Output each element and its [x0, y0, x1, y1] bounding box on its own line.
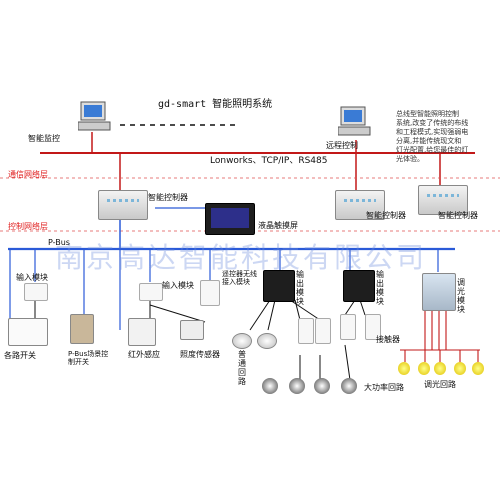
- ir-sensor-label: 红外感应: [128, 350, 160, 359]
- controller-mid-label: 智能控制器: [366, 211, 406, 220]
- switch-panel: [8, 318, 48, 346]
- remote-ir-label: 遥控器无线接入模块: [222, 270, 257, 286]
- description-block: 总线型智能照明控制 系统,改变了传统的布线 和工程模式,实现强弱电 分离,并能传…: [396, 110, 500, 164]
- controller-right-label: 智能控制器: [438, 211, 478, 220]
- controller-mid: [335, 190, 385, 220]
- bulb-icon: [472, 362, 484, 375]
- bulb-icon: [398, 362, 410, 375]
- dimming-loop-label: 调光回路: [424, 380, 456, 389]
- lamp-icon: [257, 333, 277, 349]
- dimmer-label: 调光模块: [457, 278, 465, 314]
- output-right-label: 输出模块: [376, 270, 384, 306]
- contactor-label: 接触器: [376, 335, 400, 344]
- monitoring-pc-icon: [78, 101, 111, 131]
- bulb-icon: [454, 362, 466, 375]
- lamp-icon: [232, 333, 252, 349]
- description-line: 和工程模式,实现强弱电: [396, 128, 469, 136]
- description-line: 分离,并能传统现文和: [396, 137, 462, 145]
- input-left-label: 输入模块: [16, 273, 48, 282]
- remote-pc-icon: [338, 106, 371, 136]
- contactor: [315, 318, 331, 344]
- controller-left-label: 智能控制器: [148, 193, 188, 202]
- lamp-icon: [314, 378, 330, 394]
- controller-left: [98, 190, 148, 220]
- contactor: [340, 314, 356, 340]
- lamp-icon: [341, 378, 357, 394]
- network-protocols-label: Lonworks、TCP/IP、RS485: [210, 156, 328, 166]
- description-line: 总线型智能照明控制: [396, 110, 459, 118]
- output-module-right: [343, 270, 375, 302]
- high-power-label: 大功率回路: [364, 383, 404, 392]
- lamp-icon: [289, 378, 305, 394]
- description-line: 系统,改变了传统的布线: [396, 119, 469, 127]
- normal-loop-label: 普通回路: [238, 350, 246, 386]
- lamp-icon: [262, 378, 278, 394]
- control-network-label: 控制网络层: [8, 222, 48, 231]
- remote-label: 远程控制: [326, 141, 358, 150]
- description-line: 光体验。: [396, 155, 424, 163]
- dimmer-module: [422, 273, 456, 311]
- contactor: [365, 314, 381, 340]
- output-module-left: [263, 270, 295, 302]
- comm-network-label: 通信网络层: [8, 170, 48, 179]
- input-module-mid: [139, 283, 163, 301]
- output-left-label: 输出模块: [296, 270, 304, 306]
- monitor-label: 智能监控: [28, 134, 60, 143]
- diagram-title: gd-smart 智能照明系统: [158, 99, 273, 110]
- description-line: 灯光配置,给您最佳的灯: [396, 146, 469, 154]
- contactor: [298, 318, 314, 344]
- ir-sensor: [128, 318, 156, 346]
- pbus-panel-label: P-Bus场景控制开关: [68, 350, 109, 366]
- input-module-left: [24, 283, 48, 301]
- bulb-icon: [434, 362, 446, 375]
- switches-label: 各路开关: [4, 351, 36, 360]
- lcd-label: 液晶触摸屏: [258, 221, 298, 230]
- pbus-scene-panel: [70, 314, 94, 344]
- bulb-icon: [418, 362, 430, 375]
- watermark: 南京高达智能科技有限公司: [55, 241, 428, 274]
- lux-sensor: [180, 320, 204, 340]
- lux-sensor-label: 照度传感器: [180, 350, 220, 359]
- input-mid-label: 输入模块: [162, 281, 194, 290]
- remote-ir-module: [200, 280, 220, 306]
- bus-label: P-Bus: [48, 238, 70, 247]
- controller-right: [418, 185, 468, 215]
- lcd-touchscreen: [205, 203, 255, 235]
